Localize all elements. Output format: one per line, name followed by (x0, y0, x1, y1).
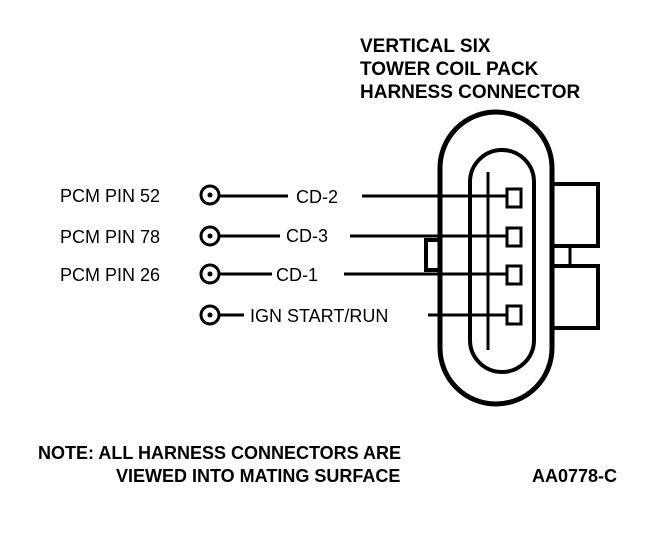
connector-outer-shell (437, 109, 555, 407)
harness-connector (424, 109, 600, 407)
terminal-3 (505, 264, 523, 286)
connector-key-tab (424, 238, 440, 272)
title-line-3: HARNESS CONNECTOR (360, 82, 581, 103)
pin-label-pcm-52: PCM PIN 52 (60, 186, 160, 206)
terminal-2 (505, 226, 523, 248)
title-line-1: VERTICAL SIX (360, 36, 491, 57)
terminals (505, 187, 523, 326)
lower-latch-tab (552, 264, 600, 330)
wire-label-cd3: CD-3 (286, 226, 328, 246)
pin-label-pcm-78: PCM PIN 78 (60, 227, 160, 247)
wire-label-cd1: CD-1 (276, 265, 318, 285)
pin-row-pcm-26: PCM PIN 26 CD-1 (60, 263, 318, 285)
note-line-1: NOTE: ALL HARNESS CONNECTORS ARE (38, 443, 401, 463)
pin-row-pcm-52: PCM PIN 52 CD-2 (60, 184, 338, 207)
title-line-2: TOWER COIL PACK (360, 59, 539, 80)
pin-row-ign-start-run: IGN START/RUN (199, 304, 388, 326)
figure-code: AA0778-C (532, 466, 617, 486)
connector-wires (344, 194, 507, 317)
note-line-2: VIEWED INTO MATING SURFACE (116, 466, 400, 486)
terminal-1 (505, 187, 523, 209)
terminal-4 (505, 304, 523, 326)
pin-label-pcm-26: PCM PIN 26 (60, 265, 160, 285)
connector-inner-cavity (468, 148, 536, 374)
upper-latch-tab (552, 182, 600, 248)
wire-label-ign-start-run: IGN START/RUN (250, 306, 388, 326)
wire-label-cd2: CD-2 (296, 187, 338, 207)
pin-row-pcm-78: PCM PIN 78 CD-3 (60, 225, 328, 247)
